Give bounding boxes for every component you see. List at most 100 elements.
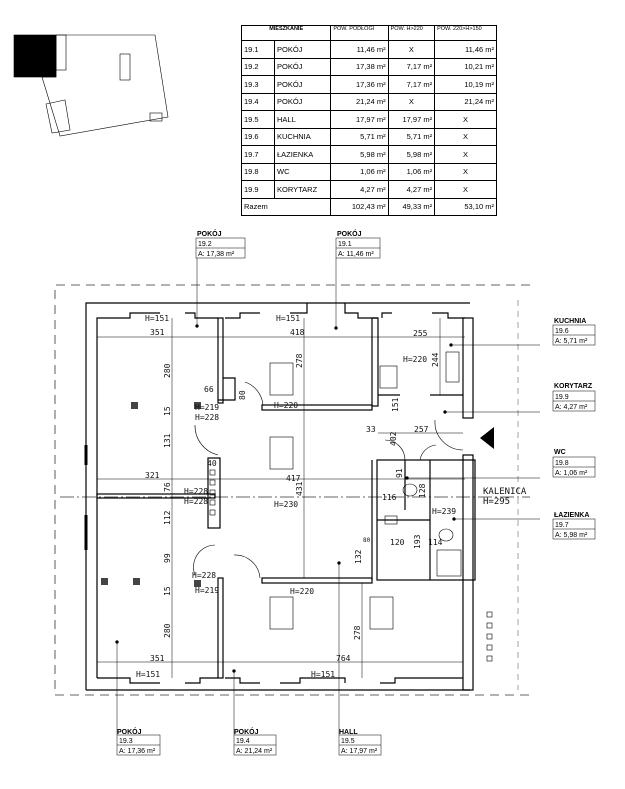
- dim: H=220: [290, 587, 314, 596]
- svg-text:A: 4,27 m²: A: 4,27 m²: [555, 404, 588, 411]
- area-h150: X: [434, 145, 497, 164]
- room-tag-19-4: POKÓJ 19.4 A: 21,24 m²: [233, 727, 277, 756]
- dim: 128: [418, 483, 427, 498]
- dim: 112: [163, 510, 172, 525]
- room-tag-19-1: POKÓJ 19.1 A: 11,46 m²: [335, 229, 381, 259]
- shower-icon: [436, 549, 462, 577]
- room-tags: [115, 258, 540, 735]
- svg-text:A: 21,24 m²: A: 21,24 m²: [236, 748, 273, 755]
- dim: 76: [163, 482, 172, 492]
- room-tag-19-5: HALL 19.5 A: 17,97 m²: [338, 729, 382, 756]
- dim: 151: [391, 397, 400, 412]
- area-h220: X: [387, 40, 436, 59]
- room-name: HALL: [273, 110, 332, 129]
- svg-text:19.2: 19.2: [198, 241, 212, 248]
- svg-text:A: 17,38 m²: A: 17,38 m²: [198, 251, 235, 258]
- room-name: WC: [273, 162, 332, 181]
- washer-icon: [384, 515, 398, 525]
- skylight: [369, 596, 394, 630]
- dim: H=228: [192, 571, 216, 580]
- dim: H=239: [432, 507, 456, 516]
- svg-text:HALL: HALL: [339, 729, 358, 736]
- total-h150: 53,10 m²: [434, 197, 497, 216]
- dim: 80: [363, 537, 371, 544]
- dim: 278: [295, 353, 304, 368]
- dim: 321: [145, 471, 160, 480]
- door-arc: [233, 554, 261, 579]
- dim: 91: [395, 468, 404, 478]
- dim: 131: [163, 433, 172, 448]
- svg-text:19.3: 19.3: [119, 738, 133, 745]
- floor-area: 17,36 m²: [330, 75, 389, 94]
- ventilation-ducts: [209, 469, 493, 662]
- ridge-height: H=295: [483, 497, 510, 507]
- area-summary-table: MIESZKANIE POW. PODŁOGI POW. H>220 POW. …: [240, 25, 497, 216]
- area-h150: 21,24 m²: [434, 92, 497, 111]
- area-h220: 5,71 m²: [387, 127, 436, 146]
- dim: H=151: [145, 314, 169, 323]
- room-tag-19-9: KORYTARZ 19.9 A: 4,27 m²: [552, 383, 596, 412]
- dim: 244: [431, 352, 440, 367]
- dim: 418: [290, 328, 305, 337]
- floor-area: 5,71 m²: [330, 127, 389, 146]
- dim: 40: [207, 459, 217, 468]
- skylight: [269, 362, 294, 396]
- dim: H=228: [184, 487, 208, 496]
- area-h150: 10,19 m²: [434, 75, 497, 94]
- room-tag-19-8: WC 19.8 A: 1,06 m²: [552, 449, 596, 478]
- room-name: POKÓJ: [273, 40, 332, 59]
- svg-text:A: 11,46 m²: A: 11,46 m²: [338, 251, 374, 258]
- dimension-lines: [97, 318, 465, 678]
- area-h220: 5,98 m²: [387, 145, 436, 164]
- room-name: POKÓJ: [273, 57, 332, 76]
- dim: 278: [353, 625, 362, 640]
- room-name: KUCHNIA: [273, 127, 332, 146]
- total-area: 102,43 m²: [330, 197, 389, 216]
- total-h220: 49,33 m²: [387, 197, 436, 216]
- svg-text:ŁAZIENKA: ŁAZIENKA: [554, 512, 589, 519]
- chimney: [131, 402, 138, 409]
- dim: H=151: [276, 314, 300, 323]
- area-h220: 17,97 m²: [387, 110, 436, 129]
- svg-text:19.8: 19.8: [555, 460, 569, 467]
- svg-text:A: 17,97 m²: A: 17,97 m²: [341, 748, 378, 755]
- svg-text:POKÓJ: POKÓJ: [197, 229, 222, 238]
- dim: 66: [204, 385, 214, 394]
- dim: 280: [163, 623, 172, 638]
- roof-outline: [54, 284, 530, 696]
- svg-text:KUCHNIA: KUCHNIA: [554, 318, 586, 325]
- dim: 193: [413, 534, 422, 549]
- table-total-row: Razem 102,43 m² 49,33 m² 53,10 m²: [240, 197, 497, 216]
- door-arc: [194, 424, 219, 456]
- svg-text:KORYTARZ: KORYTARZ: [554, 383, 593, 390]
- room-name: KORYTARZ: [273, 180, 332, 199]
- column-header: POW. PODŁOGI: [330, 25, 389, 41]
- walls: [84, 302, 476, 691]
- column-header: POW. 220>H>150: [434, 25, 497, 41]
- svg-text:A: 5,98 m²: A: 5,98 m²: [555, 532, 588, 539]
- dim: 132: [354, 549, 363, 564]
- dim: 257: [414, 425, 429, 434]
- skylight: [269, 596, 294, 630]
- area-h150: X: [434, 180, 497, 199]
- area-h220: 7,17 m²: [387, 57, 436, 76]
- room-number: 19.5: [241, 110, 275, 129]
- area-h150: X: [434, 110, 497, 129]
- room-number: 19.8: [241, 162, 275, 181]
- floor-area: 1,06 m²: [330, 162, 389, 181]
- chimney: [194, 580, 201, 587]
- column-header: POW. H>220: [387, 25, 436, 41]
- area-h220: 1,06 m²: [387, 162, 436, 181]
- door-arc: [193, 544, 216, 576]
- svg-text:WC: WC: [554, 449, 566, 456]
- area-h150: X: [434, 162, 497, 181]
- chimney: [101, 578, 108, 585]
